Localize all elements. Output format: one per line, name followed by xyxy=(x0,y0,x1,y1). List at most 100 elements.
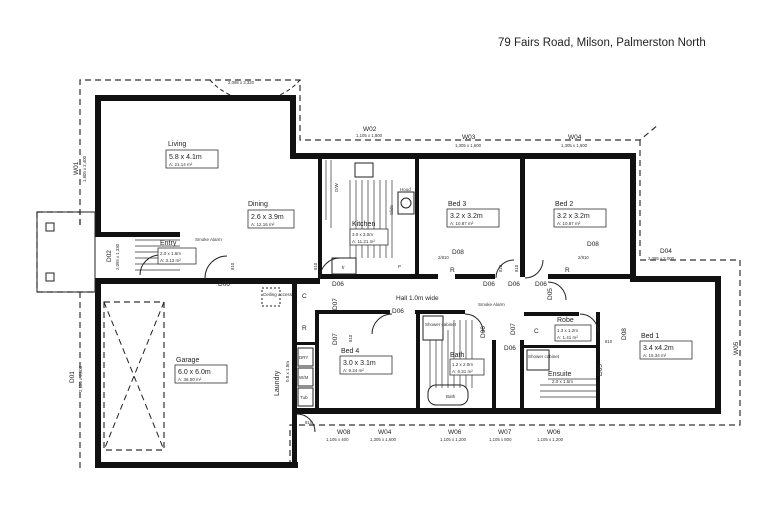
w06-2-size: 1,105 x 1,200 xyxy=(537,437,564,442)
door-label: D06 xyxy=(508,281,520,288)
slide-label: Slide xyxy=(389,204,394,215)
door-width-labels: 810 810 810 810 810 810 810 2/810 2/810 xyxy=(230,255,613,425)
room-size: 3.4 x4.2m xyxy=(643,345,674,352)
door-label: D07 xyxy=(332,333,339,345)
address-title: 79 Fairs Road, Milson, Palmerston North xyxy=(498,37,706,49)
w05-label: W05 xyxy=(733,341,740,355)
door-label: D07 xyxy=(510,323,517,335)
hood-label: Hood xyxy=(400,187,411,192)
room-name: Bed 2 xyxy=(555,201,573,208)
room-area: A: 3.13 m² xyxy=(160,258,181,263)
door-label: D06 xyxy=(504,345,516,352)
top-door-size: 2,095 x 3,320 xyxy=(228,80,255,85)
bath-tiles xyxy=(429,320,473,388)
room-area: A: 9.24 m² xyxy=(343,368,364,373)
dw-label: D/W xyxy=(334,183,339,193)
shower-cabinet-icon xyxy=(422,315,444,341)
ensuite-tiles xyxy=(540,378,596,398)
room-size: 2.6 x 3.9m xyxy=(251,214,284,221)
w06-size: 1,105 x 1,200 xyxy=(440,437,467,442)
w06-2-label: W06 xyxy=(547,429,561,436)
room-size: 5.8 x 4.1m xyxy=(169,154,202,161)
room-size: 0.8 x 1.8m xyxy=(285,361,290,382)
door-label: D05 xyxy=(547,288,554,300)
room-area: A: 6.31 m² xyxy=(452,369,473,374)
fridge-space xyxy=(331,257,357,275)
w01-size: 1,805 x 2,400 xyxy=(82,155,87,182)
w04-bottom-label: W04 xyxy=(378,429,392,436)
room-size: 3.2 x 3.2m xyxy=(557,213,590,220)
door-width: 810 xyxy=(305,420,313,425)
room-area: A: 15.34 m² xyxy=(643,353,667,358)
hall-cupboard-label: C xyxy=(302,293,307,300)
room-dining: Dining 2.6 x 3.9m A: 12.16 m² xyxy=(247,201,295,229)
room-size: 3.0 x 3.0m xyxy=(352,232,373,237)
porch-outline xyxy=(37,211,81,225)
door-label: D06 xyxy=(483,281,495,288)
hob-icon xyxy=(397,191,415,215)
door-label: D06 xyxy=(480,326,487,338)
hob-burner-icon xyxy=(400,197,412,209)
d01-size: 2,135 x 4,800 xyxy=(78,365,83,392)
door-label: D08 xyxy=(452,249,464,256)
w04-label: W04 xyxy=(568,134,582,141)
w07-size: 1,105 x 800 xyxy=(489,437,512,442)
room-size: 6.0 x 6.0m xyxy=(178,369,211,376)
room-size: 1.2 x 2.0m xyxy=(452,362,473,367)
w02-size: 1,105 x 1,800 xyxy=(356,133,383,138)
w07-label: W07 xyxy=(498,429,512,436)
door-width: 2/810 xyxy=(578,255,589,260)
door-width: 810 xyxy=(498,264,503,272)
door-labels: D06 D06 D06 D06 D06 D06 D06 D07 D07 D07 … xyxy=(218,241,628,376)
tub-label: Tub xyxy=(300,395,308,400)
w02-label: W02 xyxy=(363,126,377,133)
room-name: Bed 1 xyxy=(641,333,659,340)
room-kitchen: Kitchen 3.0 x 3.0m A: 11.21 m² xyxy=(349,221,389,246)
d01-label: D01 xyxy=(69,371,76,383)
room-area: A: 10.87 m² xyxy=(557,221,581,226)
room-robe: Robe 1.3 x 1.2m A: 1.41 m² xyxy=(554,317,592,342)
room-size: 2.0 x 1.6m xyxy=(160,251,181,256)
door-label: D06 xyxy=(392,308,404,315)
room-entry: Entry 2.0 x 1.6m A: 3.13 m² xyxy=(157,240,197,265)
room-name: Dining xyxy=(248,201,268,208)
walls xyxy=(95,95,721,468)
tub xyxy=(297,387,314,407)
door-label: D08 xyxy=(621,328,628,340)
room-size: 2.0 x 1.5m xyxy=(552,379,573,384)
room-size: 3.0 x 3.1m xyxy=(343,360,376,367)
light-fixture-icon xyxy=(45,222,55,232)
door-width: 810 xyxy=(605,339,613,344)
porch xyxy=(36,211,96,293)
door-width: 810 xyxy=(514,264,519,272)
pantry-label: P xyxy=(398,264,401,269)
room-living: Living 5.8 x 4.1m A: 21.14 m² xyxy=(165,141,219,169)
room-ensuite: Ensuite 2.0 x 1.5m xyxy=(548,371,573,384)
door-width: 810 xyxy=(348,334,353,342)
bed4-robe-label: R xyxy=(302,325,307,332)
light-fixture-icon xyxy=(45,272,55,282)
room-area: A: 21.14 m² xyxy=(169,162,193,167)
w03-size: 1,305 x 1,600 xyxy=(455,143,482,148)
room-area: A: 10.87 m² xyxy=(450,221,474,226)
bed2-robe-label: R xyxy=(565,267,570,274)
smoke-alarm-label: Smoke Alarm xyxy=(478,302,505,307)
w01-label: W01 xyxy=(73,161,80,175)
room-bed2: Bed 2 3.2 x 3.2m A: 10.87 m² xyxy=(553,201,607,228)
room-name: Garage xyxy=(176,357,199,364)
hall-label: Hall 1.0m wide xyxy=(396,295,439,302)
room-name: Laundry xyxy=(274,370,281,396)
fridge-label: fr xyxy=(342,265,345,270)
room-area: A: 36.00 m² xyxy=(178,377,202,382)
wm-label: W/M xyxy=(299,375,308,380)
eaves-outline-right xyxy=(289,140,741,470)
room-name: Kitchen xyxy=(352,221,375,228)
w04-size: 1,305 x 1,600 xyxy=(561,143,588,148)
door-label: D07 xyxy=(332,298,339,310)
room-area: A: 12.16 m² xyxy=(251,222,275,227)
door-label: D06 xyxy=(218,281,230,288)
w03-label: W03 xyxy=(462,134,476,141)
bed3-robe-label: R xyxy=(450,267,455,274)
w08-size: 1,105 x 400 xyxy=(326,437,349,442)
